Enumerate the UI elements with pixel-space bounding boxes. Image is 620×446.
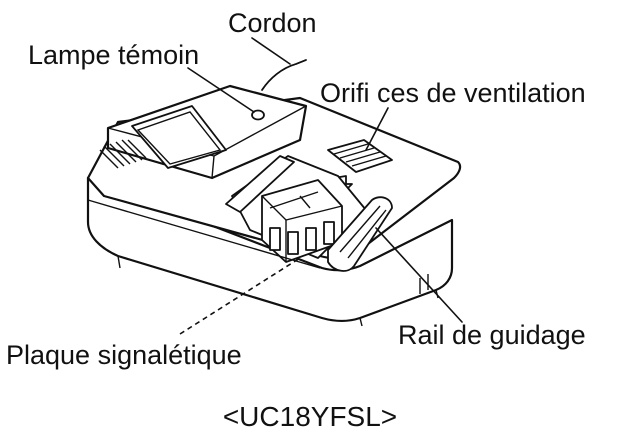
- side-vents: [99, 139, 147, 169]
- guide-rail-left: [225, 155, 295, 213]
- leader-cord: [251, 37, 291, 65]
- charger-illustration: [86, 59, 462, 327]
- model-caption: <UC18YFSL>: [223, 401, 397, 432]
- leader-nameplate: [179, 257, 301, 335]
- label-cord: Cordon: [228, 8, 317, 38]
- label-guide-rail: Rail de guidage: [398, 320, 586, 350]
- leader-guide-rail: [375, 227, 463, 323]
- battery-slot: [225, 155, 393, 272]
- display-window: [131, 105, 227, 169]
- cord: [261, 59, 307, 91]
- guide-rail-right: [327, 196, 393, 272]
- leader-vents: [365, 107, 389, 151]
- label-nameplate: Plaque signalétique: [6, 340, 242, 370]
- pilot-lamp: [251, 109, 265, 121]
- label-vents: Orifi ces de ventilation: [320, 78, 586, 108]
- label-pilot-lamp: Lampe témoin: [28, 40, 199, 70]
- leader-pilot-lamp: [187, 67, 255, 113]
